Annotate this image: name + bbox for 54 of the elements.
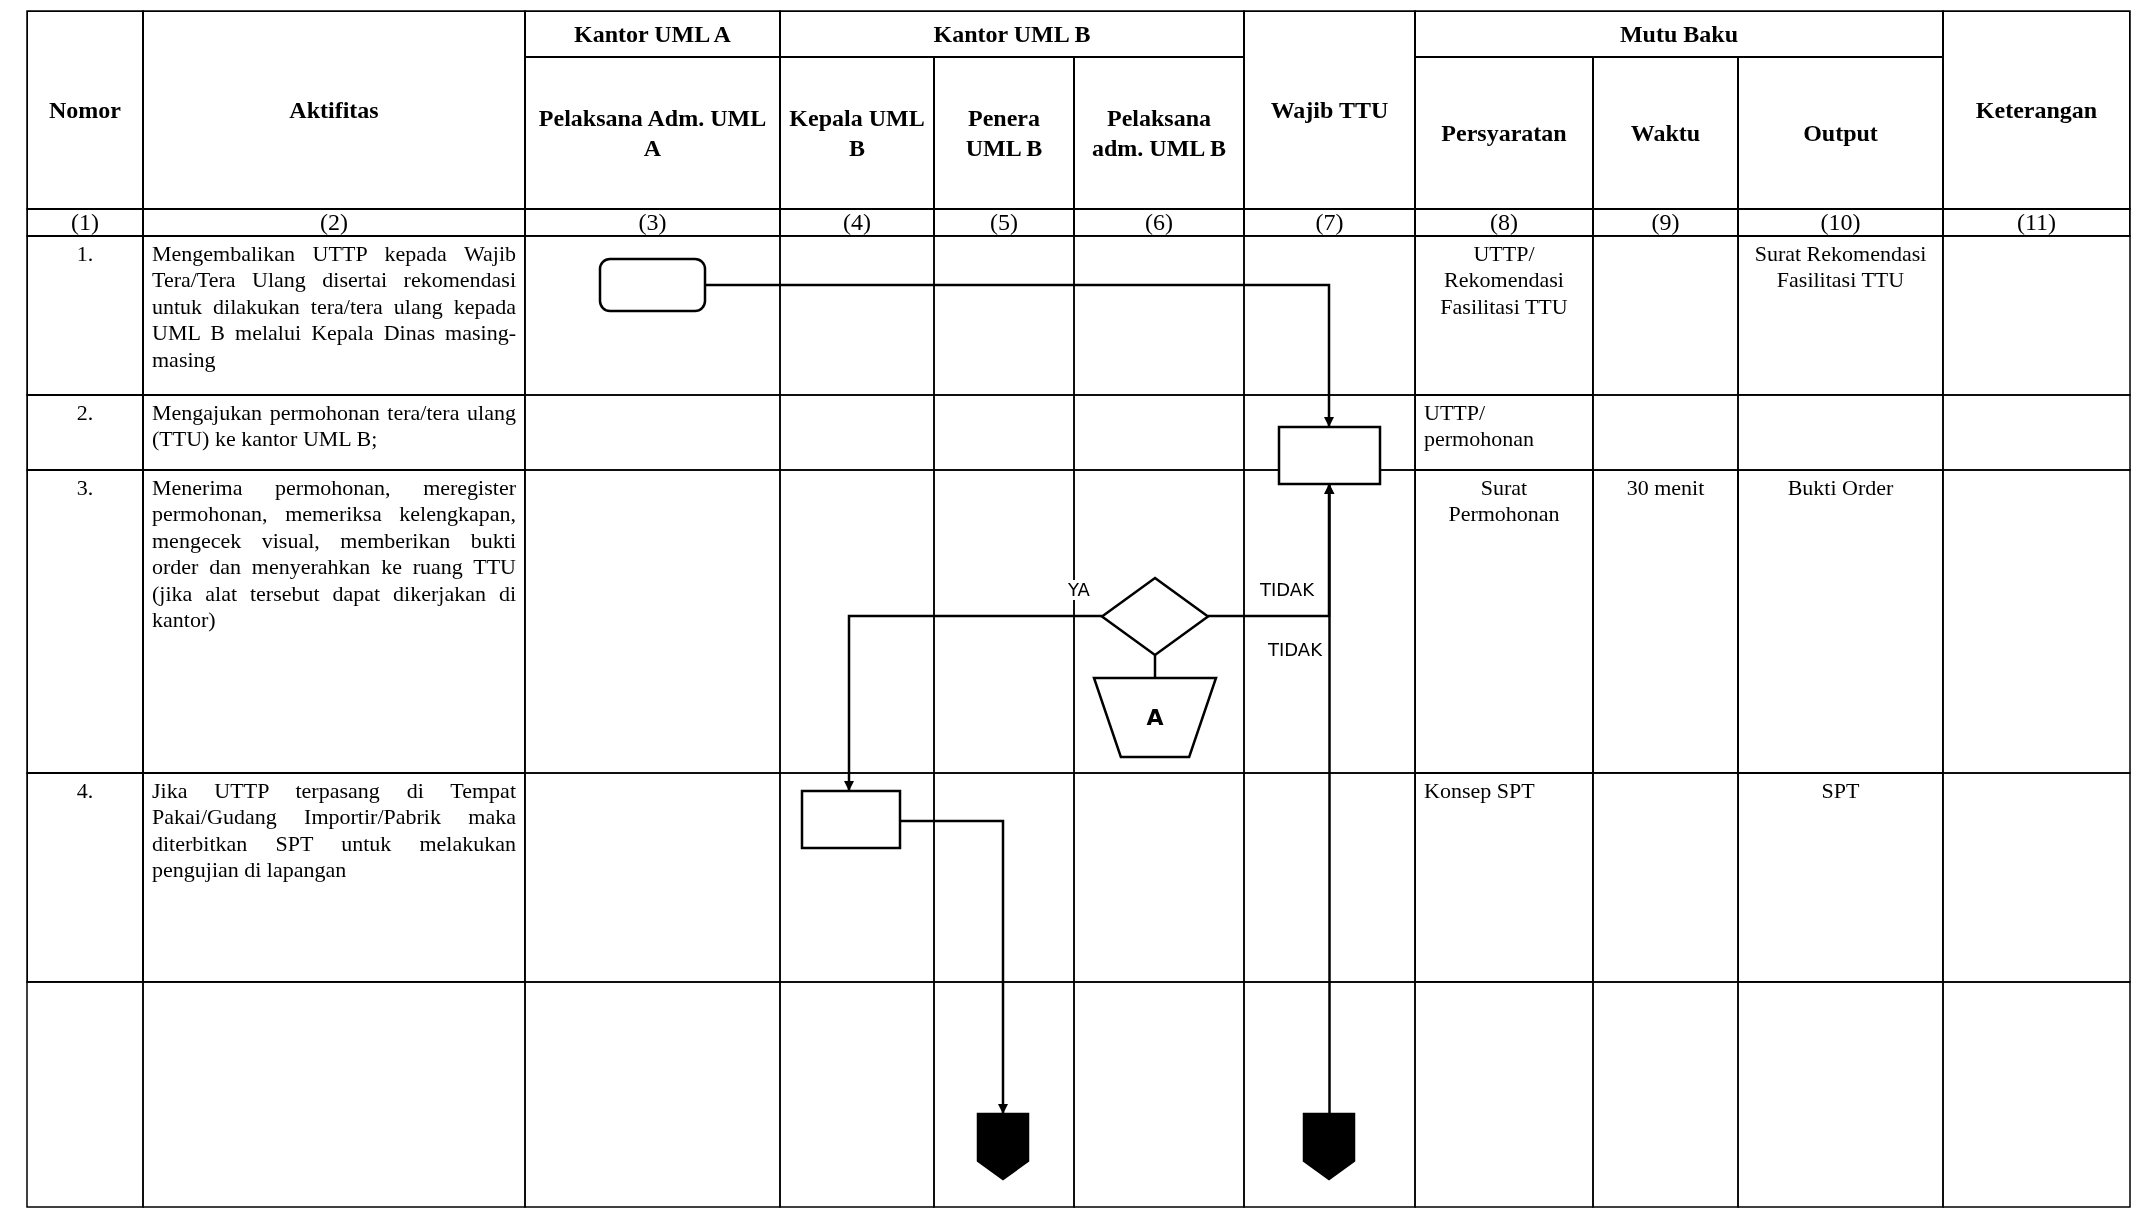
activity-text: Mengembalikan UTTP kepada Wajib Tera/Tera Ulang disertai rekomendasi untuk dilakukan tera/tera ulang kepada UML B melalui Kepala Dinas masing-masing bbox=[152, 241, 516, 373]
column-number: (7) bbox=[1315, 209, 1344, 236]
column-header: Output bbox=[1803, 119, 1878, 148]
column-header: Waktu bbox=[1630, 119, 1701, 148]
column-header: Kantor UML A bbox=[574, 20, 731, 49]
column-header: Aktifitas bbox=[289, 96, 379, 125]
column-number: (5) bbox=[990, 209, 1018, 236]
step-number: 3. bbox=[76, 475, 94, 502]
connector-letter: A bbox=[1146, 705, 1164, 730]
column-header: Nomor bbox=[49, 96, 121, 125]
connector-line bbox=[1153, 655, 1157, 678]
column-header: Pelaksana Adm. UML A bbox=[537, 104, 768, 163]
decision-diamond bbox=[1102, 578, 1208, 655]
column-header: Kepala UML B bbox=[789, 104, 925, 163]
column-number: (2) bbox=[320, 209, 348, 236]
column-header: Penera UML B bbox=[964, 104, 1044, 163]
requirement-text: UTTP/ Rekomendasi Fasilitasi TTU bbox=[1439, 241, 1569, 321]
start-box bbox=[600, 259, 705, 311]
output-text: SPT bbox=[1821, 778, 1860, 805]
column-number: (3) bbox=[638, 209, 667, 236]
column-number: (8) bbox=[1490, 209, 1518, 236]
activity-text: Jika UTTP terpasang di Tempat Pakai/Gudang Importir/Pabrik maka diterbitkan SPT untuk melakukan pengujian di lapangan bbox=[152, 778, 516, 884]
output-text: Surat Rekomendasi Fasilitasi TTU bbox=[1753, 241, 1928, 294]
column-number: (9) bbox=[1651, 209, 1680, 236]
column-number: (10) bbox=[1820, 209, 1861, 236]
column-number: (1) bbox=[71, 209, 99, 236]
process-box bbox=[802, 791, 900, 848]
arrow bbox=[900, 819, 1008, 1114]
column-header: Mutu Baku bbox=[1619, 20, 1738, 49]
process-box bbox=[1279, 427, 1380, 484]
column-number: (11) bbox=[2016, 209, 2057, 236]
column-header: Kantor UML B bbox=[933, 20, 1091, 49]
step-number: 2. bbox=[76, 400, 94, 427]
activity-text: Menerima permohonan, meregister permohonan, memeriksa kelengkapan, mengecek visual, memberikan bukti order dan menyerahkan ke ruang TTU (jika alat tersebut dapat dikerjakan di kantor) bbox=[152, 475, 516, 634]
arrow bbox=[705, 283, 1334, 427]
requirement-text: UTTP/ permohonan bbox=[1424, 400, 1535, 453]
requirement-text: Surat Permohonan bbox=[1447, 475, 1561, 528]
off-page-connector bbox=[978, 1114, 1028, 1179]
output-text: Bukti Order bbox=[1787, 475, 1894, 502]
arrow bbox=[844, 614, 1102, 791]
off-page-connector bbox=[1304, 1114, 1354, 1179]
time-text: 30 menit bbox=[1626, 475, 1705, 502]
column-number: (6) bbox=[1145, 209, 1173, 236]
arrow bbox=[1324, 484, 1335, 1114]
column-header: Wajib TTU bbox=[1270, 96, 1389, 125]
step-number: 1. bbox=[76, 241, 94, 268]
column-header: Pelaksana adm. UML B bbox=[1091, 104, 1227, 163]
activity-text: Mengajukan permohonan tera/tera ulang (TTU) ke kantor UML B; bbox=[152, 400, 516, 453]
column-number: (4) bbox=[843, 209, 871, 236]
column-header: Persyaratan bbox=[1441, 119, 1567, 148]
step-number: 4. bbox=[76, 778, 94, 805]
column-header: Keterangan bbox=[1975, 96, 2098, 125]
requirement-text: Konsep SPT bbox=[1424, 778, 1535, 805]
edge-label: YA bbox=[1066, 580, 1092, 600]
